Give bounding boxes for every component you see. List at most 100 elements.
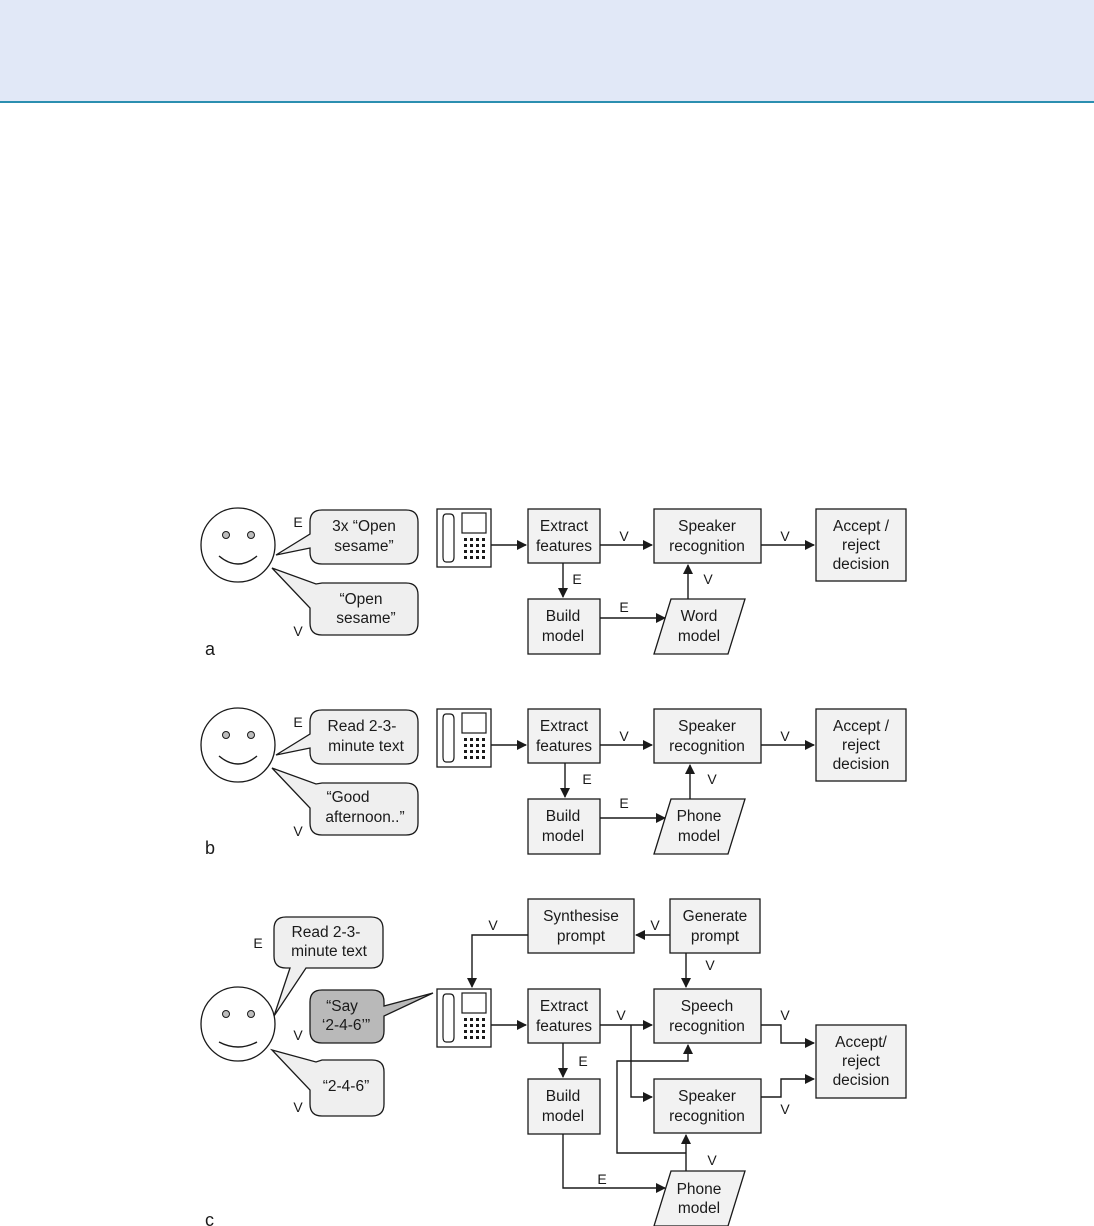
box-text: decision [833,756,890,773]
box-text: model [542,1108,584,1125]
panel-label: c [205,1210,214,1226]
accept-reject-decision-box: Accept / reject decision [815,508,907,582]
speech-bubble-verify [271,567,419,636]
box-text: model [678,628,720,645]
edge-label-v: V [780,528,790,544]
bubble-text: 3x “Open [332,518,396,535]
svg-text:“Open: “Open [339,591,382,608]
edge-label-e: E [619,795,628,811]
edge-label-v: V [619,728,629,744]
telephone-icon [436,708,492,768]
box-text: recognition [669,1108,745,1125]
svg-text:“Say: “Say [326,998,358,1015]
edge-label-e: E [293,514,302,530]
edge-label-v: V [780,1007,790,1023]
edge-label-v: V [780,728,790,744]
edge-label-e: E [619,599,628,615]
box-text: Synthesise [543,908,619,925]
box-text: Accept / [833,718,890,735]
speech-bubble-enroll [275,509,419,565]
speech-recognition-box: Speech recognition [653,988,762,1044]
edge-label-v: V [293,1099,303,1115]
edge-label-v: V [616,1007,626,1023]
edge-label-v: V [650,917,660,933]
speech-bubble-enroll [275,709,419,765]
bubble-text: Read 2-3- [328,718,397,735]
box-text: features [536,738,592,755]
speech-bubble-enroll [273,916,384,1017]
box-text: prompt [691,928,740,945]
box-text: Speaker [678,718,736,735]
speaker-recognition-box: Speaker recognition [653,708,762,764]
box-text: Build [546,1088,580,1105]
speech-bubble-verify [271,767,419,836]
svg-text:“2-4-6”: “2-4-6” [323,1078,370,1095]
edge-label-e: E [582,771,591,787]
box-text: Speaker [678,1088,736,1105]
svg-text:afternoon..”: afternoon..” [325,809,404,826]
svg-text:sesame”: sesame” [336,610,395,627]
svg-text:‘2-4-6’”: ‘2-4-6’” [322,1017,370,1034]
edge-label-v: V [703,571,713,587]
svg-text:minute text: minute text [291,943,368,960]
edge-label-v: V [293,1027,303,1043]
box-text: Extract [540,518,589,535]
edge-label-v: V [488,917,498,933]
bubble-text: “Good [326,789,369,806]
box-text: model [678,828,720,845]
bubble-text: minute text [328,738,405,755]
bubble-text: sesame” [334,538,393,555]
svg-text:Read 2-3-: Read 2-3- [292,924,361,941]
bubble-text: sesame” [336,610,395,627]
bubble-text: minute text [291,943,368,960]
telephone-icon [436,988,492,1048]
build-model-box: Build model [527,1078,601,1135]
edge-label-v: V [707,1152,717,1168]
box-text: model [542,628,584,645]
bubble-text: “2-4-6” [323,1078,370,1095]
face-icon [200,986,276,1062]
svg-text:Read 2-3-: Read 2-3- [328,718,397,735]
generate-prompt-box: Generate prompt [669,898,761,954]
build-model-box: Build model [527,798,601,855]
bubble-text: ‘2-4-6’” [322,1017,370,1034]
edge-label-v: V [619,528,629,544]
box-text: Speech [681,998,734,1015]
box-text: Build [546,608,580,625]
box-text: Extract [540,998,589,1015]
box-text: reject [842,737,881,754]
box-text: Generate [683,908,748,925]
box-text: recognition [669,538,745,555]
edge-label-v: V [293,623,303,639]
telephone-icon [436,508,492,568]
svg-text:3x “Open: 3x “Open [332,518,396,535]
face-icon [200,507,276,583]
extract-features-box: Extract features [527,988,601,1044]
edge-label-v: V [707,771,717,787]
phone-model-shape: Phone model [653,798,746,855]
edge-label-e: E [597,1171,606,1187]
panel-b: Read 2-3- minute text “Good afternoon..”… [200,707,907,858]
edge-label-v: V [780,1101,790,1117]
speech-bubble-verify [269,1048,385,1117]
box-text: Phone [677,808,722,825]
box-text: model [678,1200,720,1217]
accept-reject-decision-box: Accept/ reject decision [815,1024,907,1099]
edge-label-e: E [253,935,262,951]
box-text: Phone [677,1181,722,1198]
build-model-box: Build model [527,598,601,655]
box-text: prompt [557,928,606,945]
extract-features-box: Extract features [527,508,601,564]
box-text: Speaker [678,518,736,535]
phone-model-shape: Phone model [653,1170,746,1226]
box-text: model [542,828,584,845]
bubble-text: Read 2-3- [292,924,361,941]
edge-label-e: E [572,571,581,587]
box-text: recognition [669,1018,745,1035]
bubble-text: “Open [339,591,382,608]
bubble-text: “Say [326,998,358,1015]
face-icon [200,707,276,783]
box-text: reject [842,1053,881,1070]
extract-features-box: Extract features [527,708,601,764]
